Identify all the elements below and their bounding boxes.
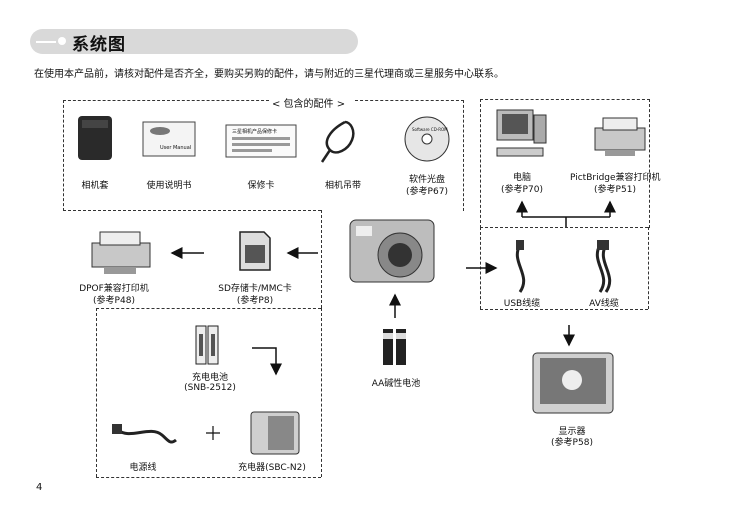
power-box-left bbox=[96, 308, 97, 477]
tv-monitor-icon bbox=[532, 352, 614, 414]
monitor-label: 显示器 bbox=[558, 427, 586, 437]
pc-ref: (参考P70) bbox=[501, 185, 543, 195]
warranty-card-text: 三星相机产品保修卡 bbox=[232, 129, 278, 135]
software-cd-ref: (参考P67) bbox=[406, 187, 448, 197]
intro-text: 在使用本产品前，请核对配件是否齐全，要购买另购的配件，请与附近的三星代理商或三星… bbox=[34, 69, 504, 80]
header-dot-decoration bbox=[58, 37, 66, 45]
memory-box-bottom bbox=[96, 308, 321, 309]
cd-label-text: Software CD-ROM bbox=[412, 127, 448, 132]
av-cable-icon bbox=[595, 240, 612, 293]
included-box-top-right bbox=[355, 100, 464, 211]
page-title: 系统图 bbox=[72, 35, 126, 55]
aa-battery-icon bbox=[383, 329, 406, 365]
pictbridge-label: PictBridge兼容打印机 bbox=[570, 173, 661, 183]
strap-label: 相机吊带 bbox=[324, 181, 361, 191]
section-header-bar bbox=[30, 29, 358, 54]
power-cord-icon bbox=[112, 424, 177, 444]
manual-label: 使用说明书 bbox=[146, 181, 192, 191]
aa-battery-label: AA碱性电池 bbox=[371, 379, 421, 389]
sd-card-label: SD存储卡/MMC卡 bbox=[218, 284, 292, 294]
included-box-bottom bbox=[63, 210, 321, 211]
rechargeable-battery-model: (SNB-2512) bbox=[184, 383, 236, 393]
power-box-bottom bbox=[96, 477, 321, 478]
dpof-ref: (参考P48) bbox=[93, 296, 135, 306]
cable-box-right bbox=[648, 227, 649, 309]
cable-box-bottom bbox=[480, 309, 648, 310]
dpof-printer-icon bbox=[91, 231, 151, 274]
sd-card-icon bbox=[239, 231, 271, 271]
case-label: 相机套 bbox=[81, 181, 109, 191]
battery-charger-icon bbox=[250, 411, 300, 455]
camera-strap-icon bbox=[320, 120, 355, 163]
page-number: 4 bbox=[36, 482, 43, 493]
warranty-card-icon bbox=[225, 124, 297, 158]
av-cable-label: AV线缆 bbox=[589, 299, 619, 309]
usb-cable-label: USB线缆 bbox=[503, 299, 541, 309]
manual-cover-text: User Manual bbox=[160, 145, 192, 151]
digital-camera-icon bbox=[349, 219, 435, 283]
plus-icon bbox=[206, 426, 220, 440]
header-line-decoration bbox=[36, 41, 56, 43]
power-cord-label: 电源线 bbox=[129, 463, 157, 473]
user-manual-icon bbox=[142, 121, 196, 157]
camera-case-icon bbox=[78, 116, 112, 160]
arrow-battery-charger bbox=[252, 347, 282, 376]
software-cd-icon bbox=[404, 116, 450, 162]
pc-box bbox=[480, 99, 650, 228]
dpof-label: DPOF兼容打印机 bbox=[79, 284, 149, 294]
included-accessories-label: < 包含的配件 > bbox=[270, 95, 348, 110]
memory-box-right bbox=[321, 210, 322, 308]
charger-label: 充电器(SBC-N2) bbox=[238, 463, 306, 473]
monitor-ref: (参考P58) bbox=[551, 438, 593, 448]
rechargeable-battery-icon bbox=[195, 325, 219, 365]
software-cd-label: 软件光盘 bbox=[408, 175, 445, 185]
pc-label: 电脑 bbox=[512, 173, 531, 183]
rechargeable-battery-label: 充电电池 bbox=[191, 373, 228, 383]
pictbridge-ref: (参考P51) bbox=[594, 185, 636, 195]
power-box-right bbox=[321, 308, 322, 477]
warranty-label: 保修卡 bbox=[247, 181, 275, 191]
sd-card-ref: (参考P8) bbox=[236, 296, 274, 306]
usb-cable-icon bbox=[515, 240, 526, 293]
included-box-top-left bbox=[63, 100, 269, 211]
cable-box-top bbox=[480, 227, 648, 228]
pictbridge-printer-icon bbox=[594, 117, 646, 156]
computer-icon bbox=[496, 109, 547, 157]
